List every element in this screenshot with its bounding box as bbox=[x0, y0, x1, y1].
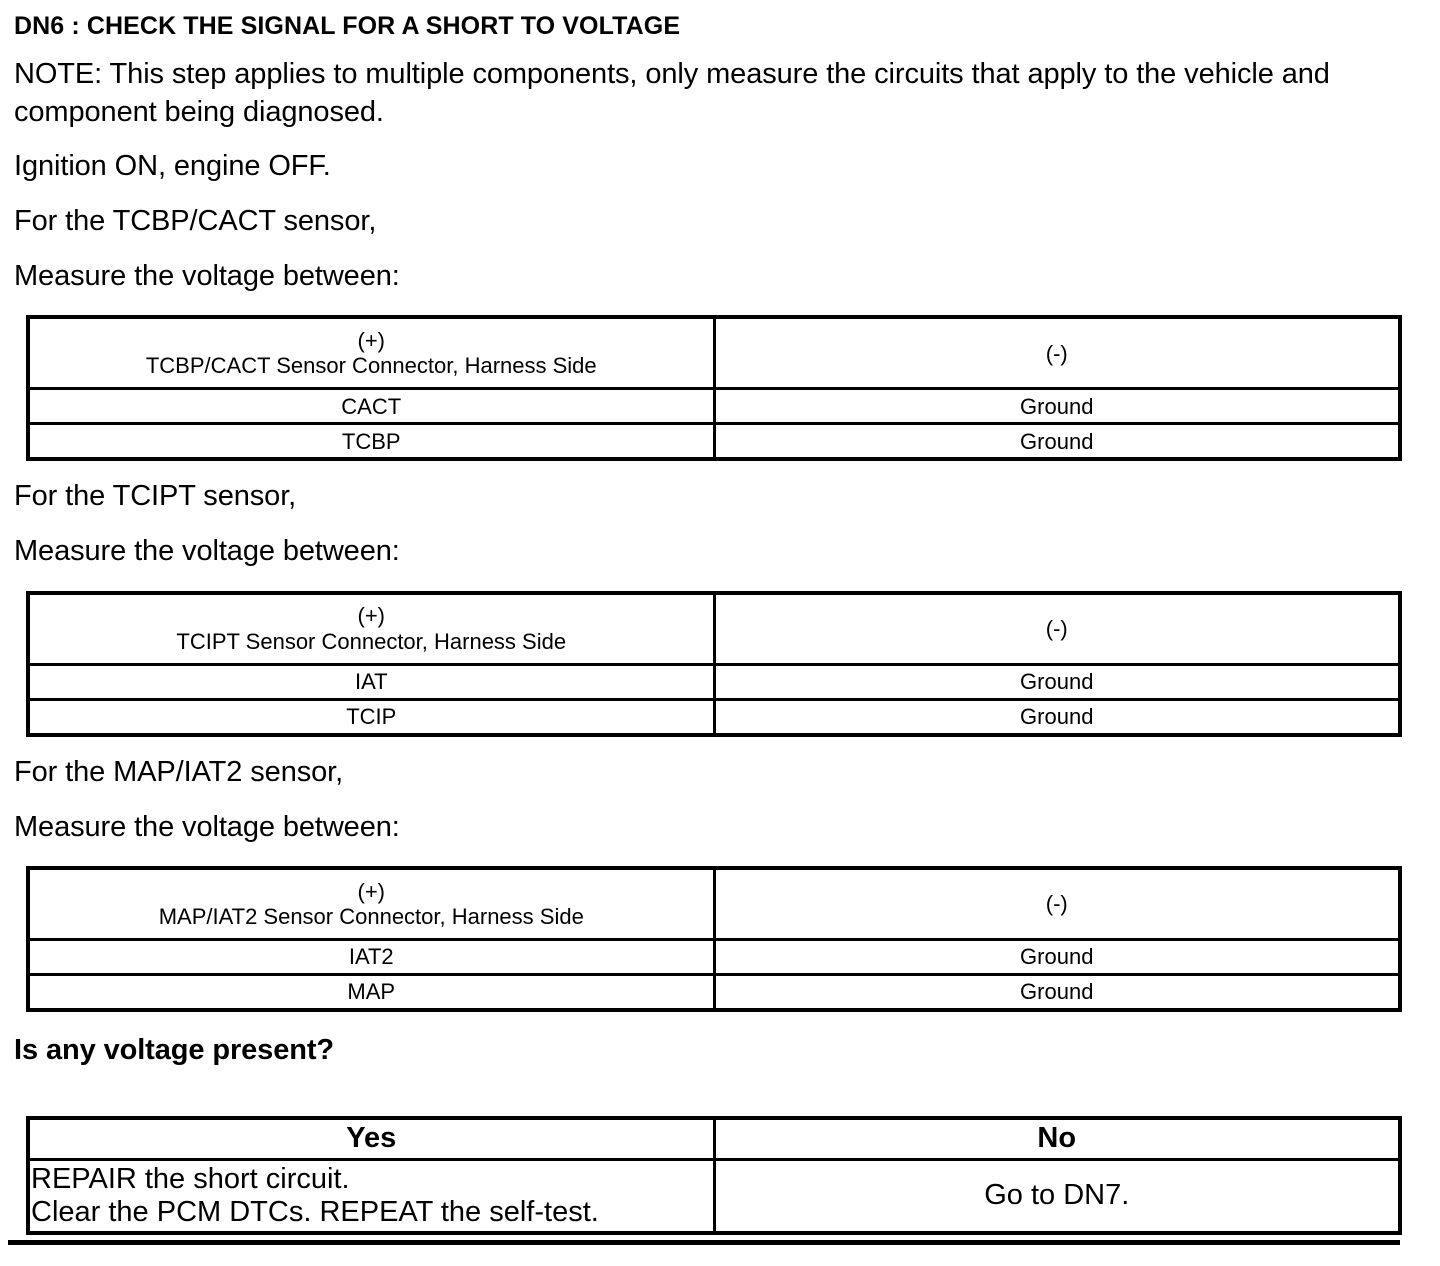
section-intro-tcbp-cact: For the TCBP/CACT sensor, bbox=[14, 205, 377, 238]
cell-negative: Ground bbox=[712, 422, 1402, 461]
section-instruction-map-iat2: Measure the voltage between: bbox=[14, 810, 400, 843]
decision-action-no: Go to DN7. bbox=[712, 1157, 1402, 1235]
decision-body-row: REPAIR the short circuit. Clear the PCM … bbox=[26, 1157, 1402, 1235]
table-row: IAT Ground bbox=[26, 662, 1402, 701]
measurement-table-map-iat2: (+) MAP/IAT2 Sensor Connector, Harness S… bbox=[26, 866, 1402, 1013]
step-title: DN6 : CHECK THE SIGNAL FOR A SHORT TO VO… bbox=[14, 12, 681, 40]
positive-sign-label: (+) bbox=[357, 878, 386, 904]
decision-action-yes: REPAIR the short circuit. Clear the PCM … bbox=[26, 1157, 716, 1235]
table-header-row: (+) TCIPT Sensor Connector, Harness Side… bbox=[26, 591, 1402, 666]
header-cell-negative: (-) bbox=[712, 866, 1402, 942]
cell-negative: Ground bbox=[712, 973, 1402, 1012]
header-cell-positive: (+) TCBP/CACT Sensor Connector, Harness … bbox=[26, 315, 716, 391]
table-row: TCBP Ground bbox=[26, 422, 1402, 461]
table-row: TCIP Ground bbox=[26, 697, 1402, 737]
decision-table: Yes No REPAIR the short circuit. Clear t… bbox=[26, 1115, 1402, 1235]
cell-positive: IAT bbox=[26, 662, 716, 701]
step-question: Is any voltage present? bbox=[14, 1034, 335, 1067]
cell-positive: MAP bbox=[26, 973, 716, 1012]
positive-sign-label: (+) bbox=[357, 327, 386, 353]
decision-table-wrapper: Yes No REPAIR the short circuit. Clear t… bbox=[14, 1068, 1426, 1235]
measurement-table-wrapper-tcbp-cact: (+) TCBP/CACT Sensor Connector, Harness … bbox=[14, 295, 1426, 462]
table-row: IAT2 Ground bbox=[26, 938, 1402, 977]
cell-positive: TCBP bbox=[26, 422, 716, 461]
positive-connector-label: MAP/IAT2 Sensor Connector, Harness Side bbox=[158, 904, 584, 930]
decision-header-no: No bbox=[712, 1116, 1402, 1161]
decision-header-row: Yes No bbox=[26, 1116, 1402, 1161]
section-intro-map-iat2: For the MAP/IAT2 sensor, bbox=[14, 755, 344, 788]
measurement-table-tcipt: (+) TCIPT Sensor Connector, Harness Side… bbox=[26, 590, 1402, 737]
cell-positive: TCIP bbox=[26, 697, 716, 737]
header-cell-negative: (-) bbox=[712, 591, 1402, 666]
cell-positive: CACT bbox=[26, 387, 716, 426]
table-header-row: (+) TCBP/CACT Sensor Connector, Harness … bbox=[26, 315, 1402, 391]
cell-negative: Ground bbox=[712, 662, 1402, 701]
cell-negative: Ground bbox=[712, 387, 1402, 426]
cell-negative: Ground bbox=[712, 938, 1402, 977]
header-cell-positive: (+) TCIPT Sensor Connector, Harness Side bbox=[26, 591, 716, 666]
positive-connector-label: TCIPT Sensor Connector, Harness Side bbox=[176, 628, 567, 654]
cell-negative: Ground bbox=[712, 697, 1402, 737]
header-cell-positive: (+) MAP/IAT2 Sensor Connector, Harness S… bbox=[26, 866, 716, 942]
negative-sign-label: (-) bbox=[1045, 891, 1068, 917]
cell-positive: IAT2 bbox=[26, 938, 716, 977]
page-bottom-rule bbox=[8, 1240, 1400, 1245]
section-instruction-tcbp-cact: Measure the voltage between: bbox=[14, 259, 400, 292]
negative-sign-label: (-) bbox=[1045, 340, 1068, 366]
positive-connector-label: TCBP/CACT Sensor Connector, Harness Side bbox=[145, 353, 597, 379]
positive-sign-label: (+) bbox=[357, 603, 386, 629]
step-condition: Ignition ON, engine OFF. bbox=[14, 150, 331, 183]
measurement-table-wrapper-tcipt: (+) TCIPT Sensor Connector, Harness Side… bbox=[14, 571, 1426, 737]
section-instruction-tcipt: Measure the voltage between: bbox=[14, 535, 400, 568]
header-cell-negative: (-) bbox=[712, 315, 1402, 391]
measurement-table-wrapper-map-iat2: (+) MAP/IAT2 Sensor Connector, Harness S… bbox=[14, 846, 1426, 1013]
section-intro-tcipt: For the TCIPT sensor, bbox=[14, 480, 297, 513]
negative-sign-label: (-) bbox=[1045, 616, 1068, 642]
measurement-table-tcbp-cact: (+) TCBP/CACT Sensor Connector, Harness … bbox=[26, 315, 1402, 462]
table-header-row: (+) MAP/IAT2 Sensor Connector, Harness S… bbox=[26, 866, 1402, 942]
step-note: NOTE: This step applies to multiple comp… bbox=[14, 58, 1330, 128]
table-row: MAP Ground bbox=[26, 973, 1402, 1012]
decision-header-yes: Yes bbox=[26, 1116, 716, 1161]
table-row: CACT Ground bbox=[26, 387, 1402, 426]
